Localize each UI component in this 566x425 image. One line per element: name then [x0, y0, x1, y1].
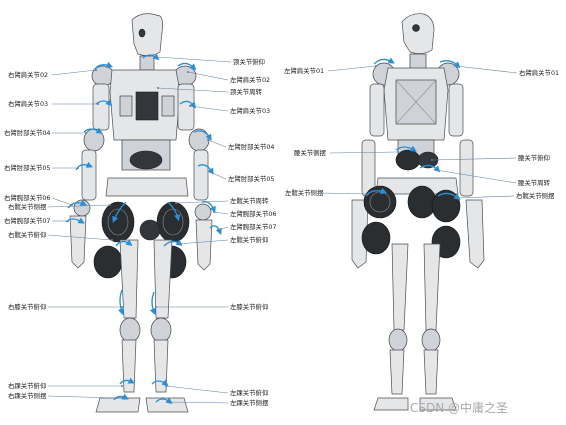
label-left-wrist-07: 左臂腕部关节07 [230, 222, 276, 231]
label-left-hip-yaw: 左髋关节周转 [230, 196, 269, 205]
label-right-wrist-07: 右臂腕部关节07 [4, 216, 50, 225]
label-left-arm-shoulder-03: 左臂肩关节03 [230, 106, 270, 115]
label-left-arm-shoulder-02: 左臂肩关节02 [230, 75, 270, 84]
front-right-labels: 颈关节俯仰 左臂肩关节02 颈关节周转 左臂肩关节03 左臂肘部关节04 左臂肘… [155, 56, 276, 407]
front-view-robot [65, 13, 222, 413]
label-right-hip-roll: 右髋关节侧摆 [8, 202, 47, 211]
label-left-wrist-06: 左臂腕部关节06 [230, 209, 276, 218]
label-right-ankle-roll: 右踝关节侧摆 [8, 391, 47, 400]
label-waist-roll: 腰关节侧摆 [294, 148, 327, 157]
label-left-arm-shoulder-01: 左臂肩关节01 [284, 66, 324, 75]
label-left-hip-pitch: 左髋关节俯仰 [230, 235, 268, 244]
label-left-hip-roll: 左髋关节侧摆 [285, 188, 324, 197]
label-right-arm-shoulder-03: 右臂肩关节03 [8, 99, 48, 108]
back-view-robot [351, 13, 485, 411]
label-left-elbow-04: 左臂肘部关节04 [228, 142, 274, 151]
label-right-hip-pitch: 右髋关节俯仰 [8, 230, 46, 239]
label-neck-pitch: 颈关节俯仰 [233, 57, 265, 66]
label-neck-yaw: 颈关节周转 [230, 87, 263, 96]
watermark: CSDN @中庸之圣 [410, 400, 508, 415]
label-right-wrist-06: 右臂腕部关节06 [4, 193, 50, 202]
back-labels: 左臂肩关节01 腰关节侧摆 左髋关节侧摆 右臂肩关节01 腰关节俯仰 腰关节周转… [284, 65, 559, 200]
label-right-arm-shoulder-01: 右臂肩关节01 [519, 68, 559, 77]
label-left-ankle-roll: 左踝关节侧摆 [230, 398, 269, 407]
label-right-arm-shoulder-02: 右臂肩关节02 [8, 70, 48, 79]
label-left-ankle-pitch: 左踝关节俯仰 [230, 388, 268, 397]
label-left-elbow-05: 左臂肘部关节05 [228, 174, 274, 183]
label-right-elbow-04: 右臂肘部关节04 [4, 128, 50, 137]
label-right-elbow-05: 右臂肘部关节05 [4, 163, 50, 172]
label-right-knee-pitch: 右膝关节俯仰 [8, 302, 46, 311]
label-right-hip-roll: 右髋关节侧摆 [516, 191, 555, 200]
front-left-labels: 右臂肩关节02 右臂肩关节03 右臂肘部关节04 右臂肘部关节05 右臂腕部关节… [4, 69, 123, 400]
label-waist-yaw: 腰关节周转 [518, 178, 551, 187]
label-right-ankle-pitch: 右踝关节俯仰 [8, 381, 46, 390]
label-left-knee-pitch: 左膝关节俯仰 [230, 302, 268, 311]
label-waist-pitch: 腰关节俯仰 [518, 153, 550, 162]
